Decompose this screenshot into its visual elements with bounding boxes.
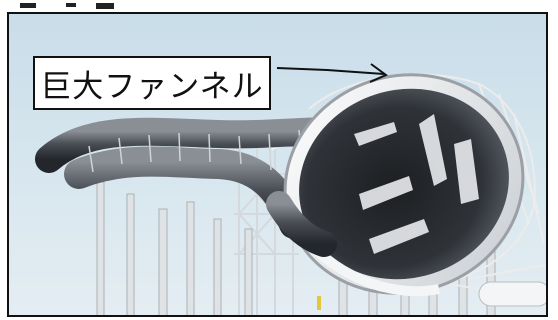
giant-funnel [283, 73, 525, 297]
photo-frame: 巨大ファンネル [7, 12, 548, 317]
cropped-top-strip [0, 0, 558, 12]
cropped-glyphs-decoration [20, 3, 114, 9]
caption-label: 巨大ファンネル [40, 68, 264, 105]
foreground-pipe [478, 281, 546, 307]
water-slide-photo [35, 63, 546, 315]
tube-joint [266, 191, 337, 257]
yellow-marker [317, 296, 321, 310]
caption-box: 巨大ファンネル [33, 56, 271, 110]
arrow-icon [276, 63, 388, 83]
